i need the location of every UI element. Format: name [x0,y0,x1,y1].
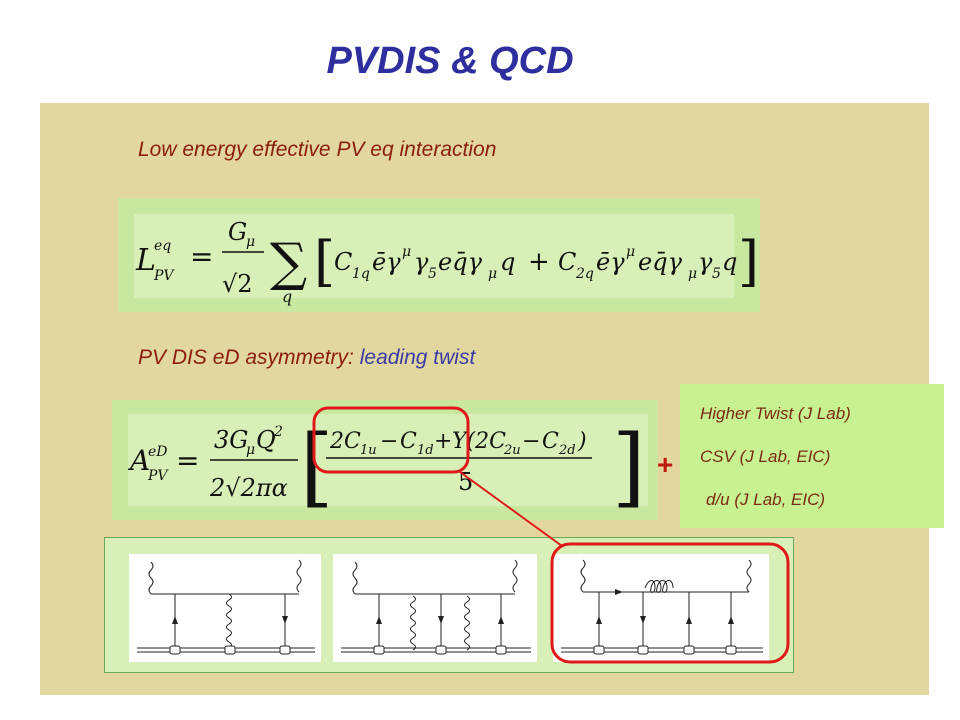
svg-text:5: 5 [712,266,721,282]
svg-text:3G: 3G [214,426,248,454]
svg-text:]: ] [612,417,646,517]
svg-text:μ: μ [246,442,255,458]
feynman-diagrams-box [104,537,794,673]
svg-text:=: = [176,444,199,477]
correction-csv: CSV (J Lab, EIC) [700,447,831,466]
svg-text:q: q [722,248,737,276]
svg-text:C: C [400,429,417,454]
svg-text:]: ] [738,230,759,293]
correction-du: d/u (J Lab, EIC) [706,490,826,509]
svg-text:PV: PV [147,468,169,484]
svg-text:−: − [522,429,540,454]
svg-text:=: = [190,240,213,273]
corrections-box: Higher Twist (J Lab) CSV (J Lab, EIC) d/… [680,384,944,528]
asymmetry-equation-box: A eD PV = 3G μ Q 2 2√2πα [ 2C 1u − C 1d … [112,400,658,520]
svg-text:μ: μ [402,244,411,260]
svg-text:[: [ [314,230,335,293]
svg-text:eq: eq [154,238,171,254]
svg-text:q: q [282,287,292,306]
lagrangian-equation-box: L eq PV = G μ √2 ∑ q [ C 1q ēγ μ γ 5 eq̄… [118,198,760,312]
svg-text:Q: Q [256,426,276,454]
svg-text:C: C [558,248,576,276]
svg-text:2√2πα: 2√2πα [209,474,288,502]
svg-text:C: C [334,248,352,276]
svg-text:5: 5 [428,266,437,282]
section-heading-asymmetry: PV DIS eD asymmetry: leading twist [138,346,475,370]
svg-text:μ: μ [626,244,635,260]
svg-text:γ: γ [698,248,713,276]
svg-text:A: A [127,444,150,477]
svg-text:): ) [577,429,587,454]
page-title: PVDIS & QCD [326,40,574,82]
plus-sign: + [657,449,674,480]
svg-text:γ: γ [414,248,429,276]
lagrangian-equation: L eq PV = G μ √2 ∑ q [ C 1q ēγ μ γ 5 eq̄… [135,218,759,306]
svg-text:2: 2 [273,424,283,440]
svg-text:+: + [528,247,550,277]
svg-text:eq̄γ: eq̄γ [438,248,483,276]
svg-text:C: C [542,429,559,454]
correction-higher-twist: Higher Twist (J Lab) [700,404,851,423]
svg-text:√2: √2 [222,270,253,298]
svg-text:μ: μ [688,266,697,282]
asymmetry-equation: A eD PV = 3G μ Q 2 2√2πα [ 2C 1u − C 1d … [127,417,646,517]
svg-text:ēγ: ēγ [596,248,625,276]
svg-text:q: q [500,248,515,276]
svg-text:Y(2C: Y(2C [452,429,506,454]
svg-text:−: − [380,429,398,454]
svg-text:2q: 2q [575,266,594,282]
svg-text:eD: eD [148,444,168,460]
svg-text:5: 5 [458,468,473,496]
svg-text:μ: μ [488,266,497,282]
svg-text:1q: 1q [352,266,370,282]
svg-text:2C: 2C [329,429,361,454]
svg-text:+: + [434,429,452,454]
svg-text:ēγ: ēγ [372,248,401,276]
svg-text:1d: 1d [417,443,434,458]
svg-text:G: G [228,218,247,246]
svg-text:L: L [135,243,156,278]
feynman-diagram-two-gluon-exchange [129,554,321,662]
feynman-diagram-three-gluon-exchange [333,554,537,662]
svg-text:2d: 2d [558,443,576,458]
svg-text:2u: 2u [503,443,521,458]
svg-text:PV: PV [153,268,175,284]
svg-text:1u: 1u [360,443,377,458]
asymmetry-heading-text: PV DIS eD asymmetry: [138,346,360,369]
svg-text:∑: ∑ [270,233,307,293]
svg-text:μ: μ [246,234,255,250]
feynman-diagram-gluon-loop [553,554,769,662]
section-heading-effective-interaction: Low energy effective PV eq interaction [138,138,497,161]
svg-text:eq̄γ: eq̄γ [638,248,683,276]
svg-text:[: [ [300,417,334,517]
leading-twist-highlight: leading twist [359,346,476,369]
